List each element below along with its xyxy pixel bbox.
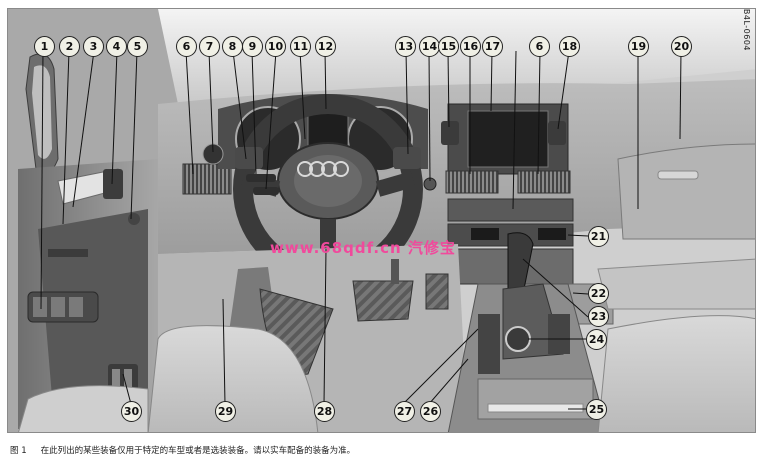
callout-11: 11 [290, 36, 311, 57]
callout-7: 7 [199, 36, 220, 57]
callout-15: 15 [438, 36, 459, 57]
callout-21: 21 [588, 226, 609, 247]
callout-23: 23 [588, 306, 609, 327]
callout-1: 1 [34, 36, 55, 57]
callout-24: 24 [586, 329, 607, 350]
callout-3: 3 [83, 36, 104, 57]
caption-text: 在此列出的某些装备仅用于特定的车型或者是选装装备。请以实车配备的装备为准。 [40, 446, 356, 456]
callout-18: 18 [559, 36, 580, 57]
callout-20: 20 [671, 36, 692, 57]
callout-27: 27 [394, 401, 415, 422]
figure-caption: 图 1 在此列出的某些装备仅用于特定的车型或者是选装装备。请以实车配备的装备为准。 [10, 444, 355, 456]
callout-12: 12 [315, 36, 336, 57]
callout-22: 22 [588, 283, 609, 304]
callout-8: 8 [222, 36, 243, 57]
cockpit-drawing [8, 9, 755, 432]
callout-17: 17 [482, 36, 503, 57]
callout-25: 25 [586, 399, 607, 420]
callout-2: 2 [59, 36, 80, 57]
callout-30: 30 [121, 401, 142, 422]
figure-code: B4L-0604 [742, 8, 751, 51]
callout-6b: 6 [529, 36, 550, 57]
callout-10: 10 [265, 36, 286, 57]
callout-14: 14 [419, 36, 440, 57]
callout-13: 13 [395, 36, 416, 57]
callout-16: 16 [460, 36, 481, 57]
callout-4: 4 [106, 36, 127, 57]
watermark-text: www.68qdf.cn 汽修宝 [270, 239, 456, 257]
callout-5: 5 [127, 36, 148, 57]
callout-28: 28 [314, 401, 335, 422]
callout-9: 9 [242, 36, 263, 57]
callout-19: 19 [628, 36, 649, 57]
callout-26: 26 [420, 401, 441, 422]
callout-6: 6 [176, 36, 197, 57]
caption-label: 图 1 [10, 446, 27, 456]
callout-29: 29 [215, 401, 236, 422]
dashboard-illustration: 1 2 3 4 5 6 7 8 9 10 11 12 13 14 15 16 1… [7, 8, 756, 433]
